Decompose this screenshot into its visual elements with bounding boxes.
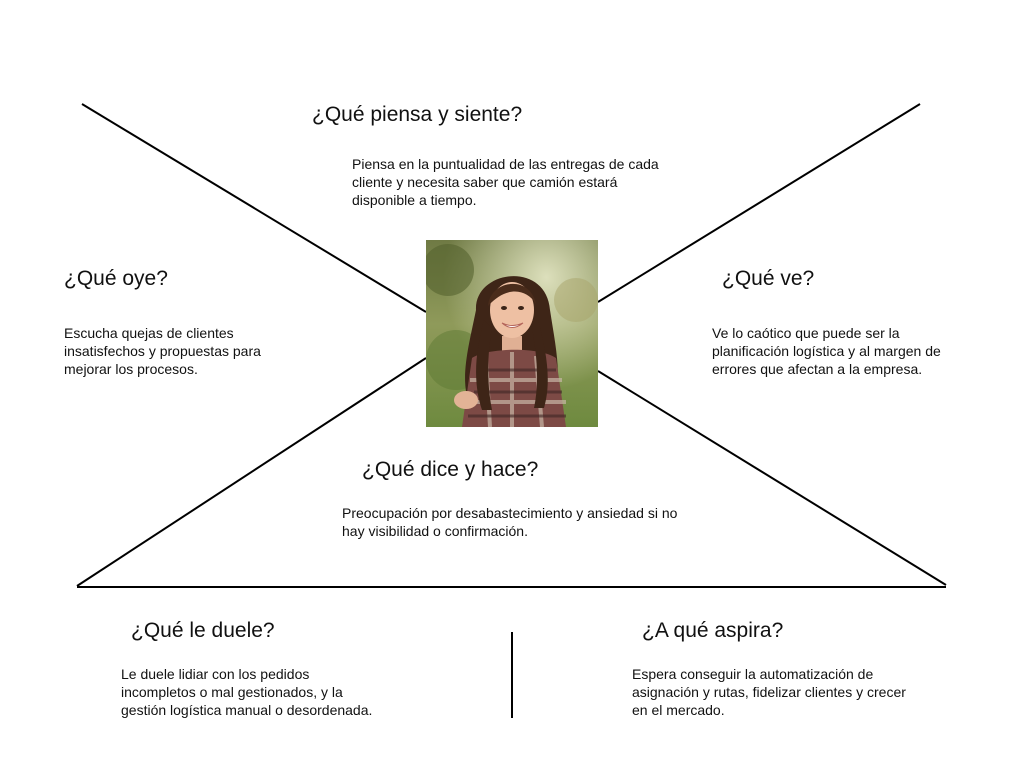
say-do-title: ¿Qué dice y hace? (362, 458, 539, 481)
think-feel-title: ¿Qué piensa y siente? (312, 103, 523, 126)
divider-top-right (597, 103, 921, 303)
see-text: Ve lo caótico que puede ser la planifica… (712, 325, 941, 377)
persona-photo (426, 240, 598, 427)
hear-text: Escucha quejas de clientes insatisfechos… (64, 325, 261, 377)
say-do-text: Preocupación por desabastecimiento y ans… (342, 505, 678, 539)
pains-text: Le duele lidiar con los pedidos incomple… (121, 666, 373, 718)
gains-title: ¿A qué aspira? (642, 619, 784, 642)
pains-title: ¿Qué le duele? (131, 619, 275, 642)
divider-top-left (81, 103, 427, 313)
gains-text: Espera conseguir la automatización de as… (632, 666, 906, 718)
divider-bottom-right (597, 370, 947, 586)
think-feel-text: Piensa en la puntualidad de las entregas… (352, 156, 659, 208)
divider-bottom-left (76, 357, 427, 587)
hear-title: ¿Qué oye? (64, 267, 168, 290)
persona-photo-image (426, 240, 598, 427)
see-title: ¿Qué ve? (722, 267, 815, 290)
